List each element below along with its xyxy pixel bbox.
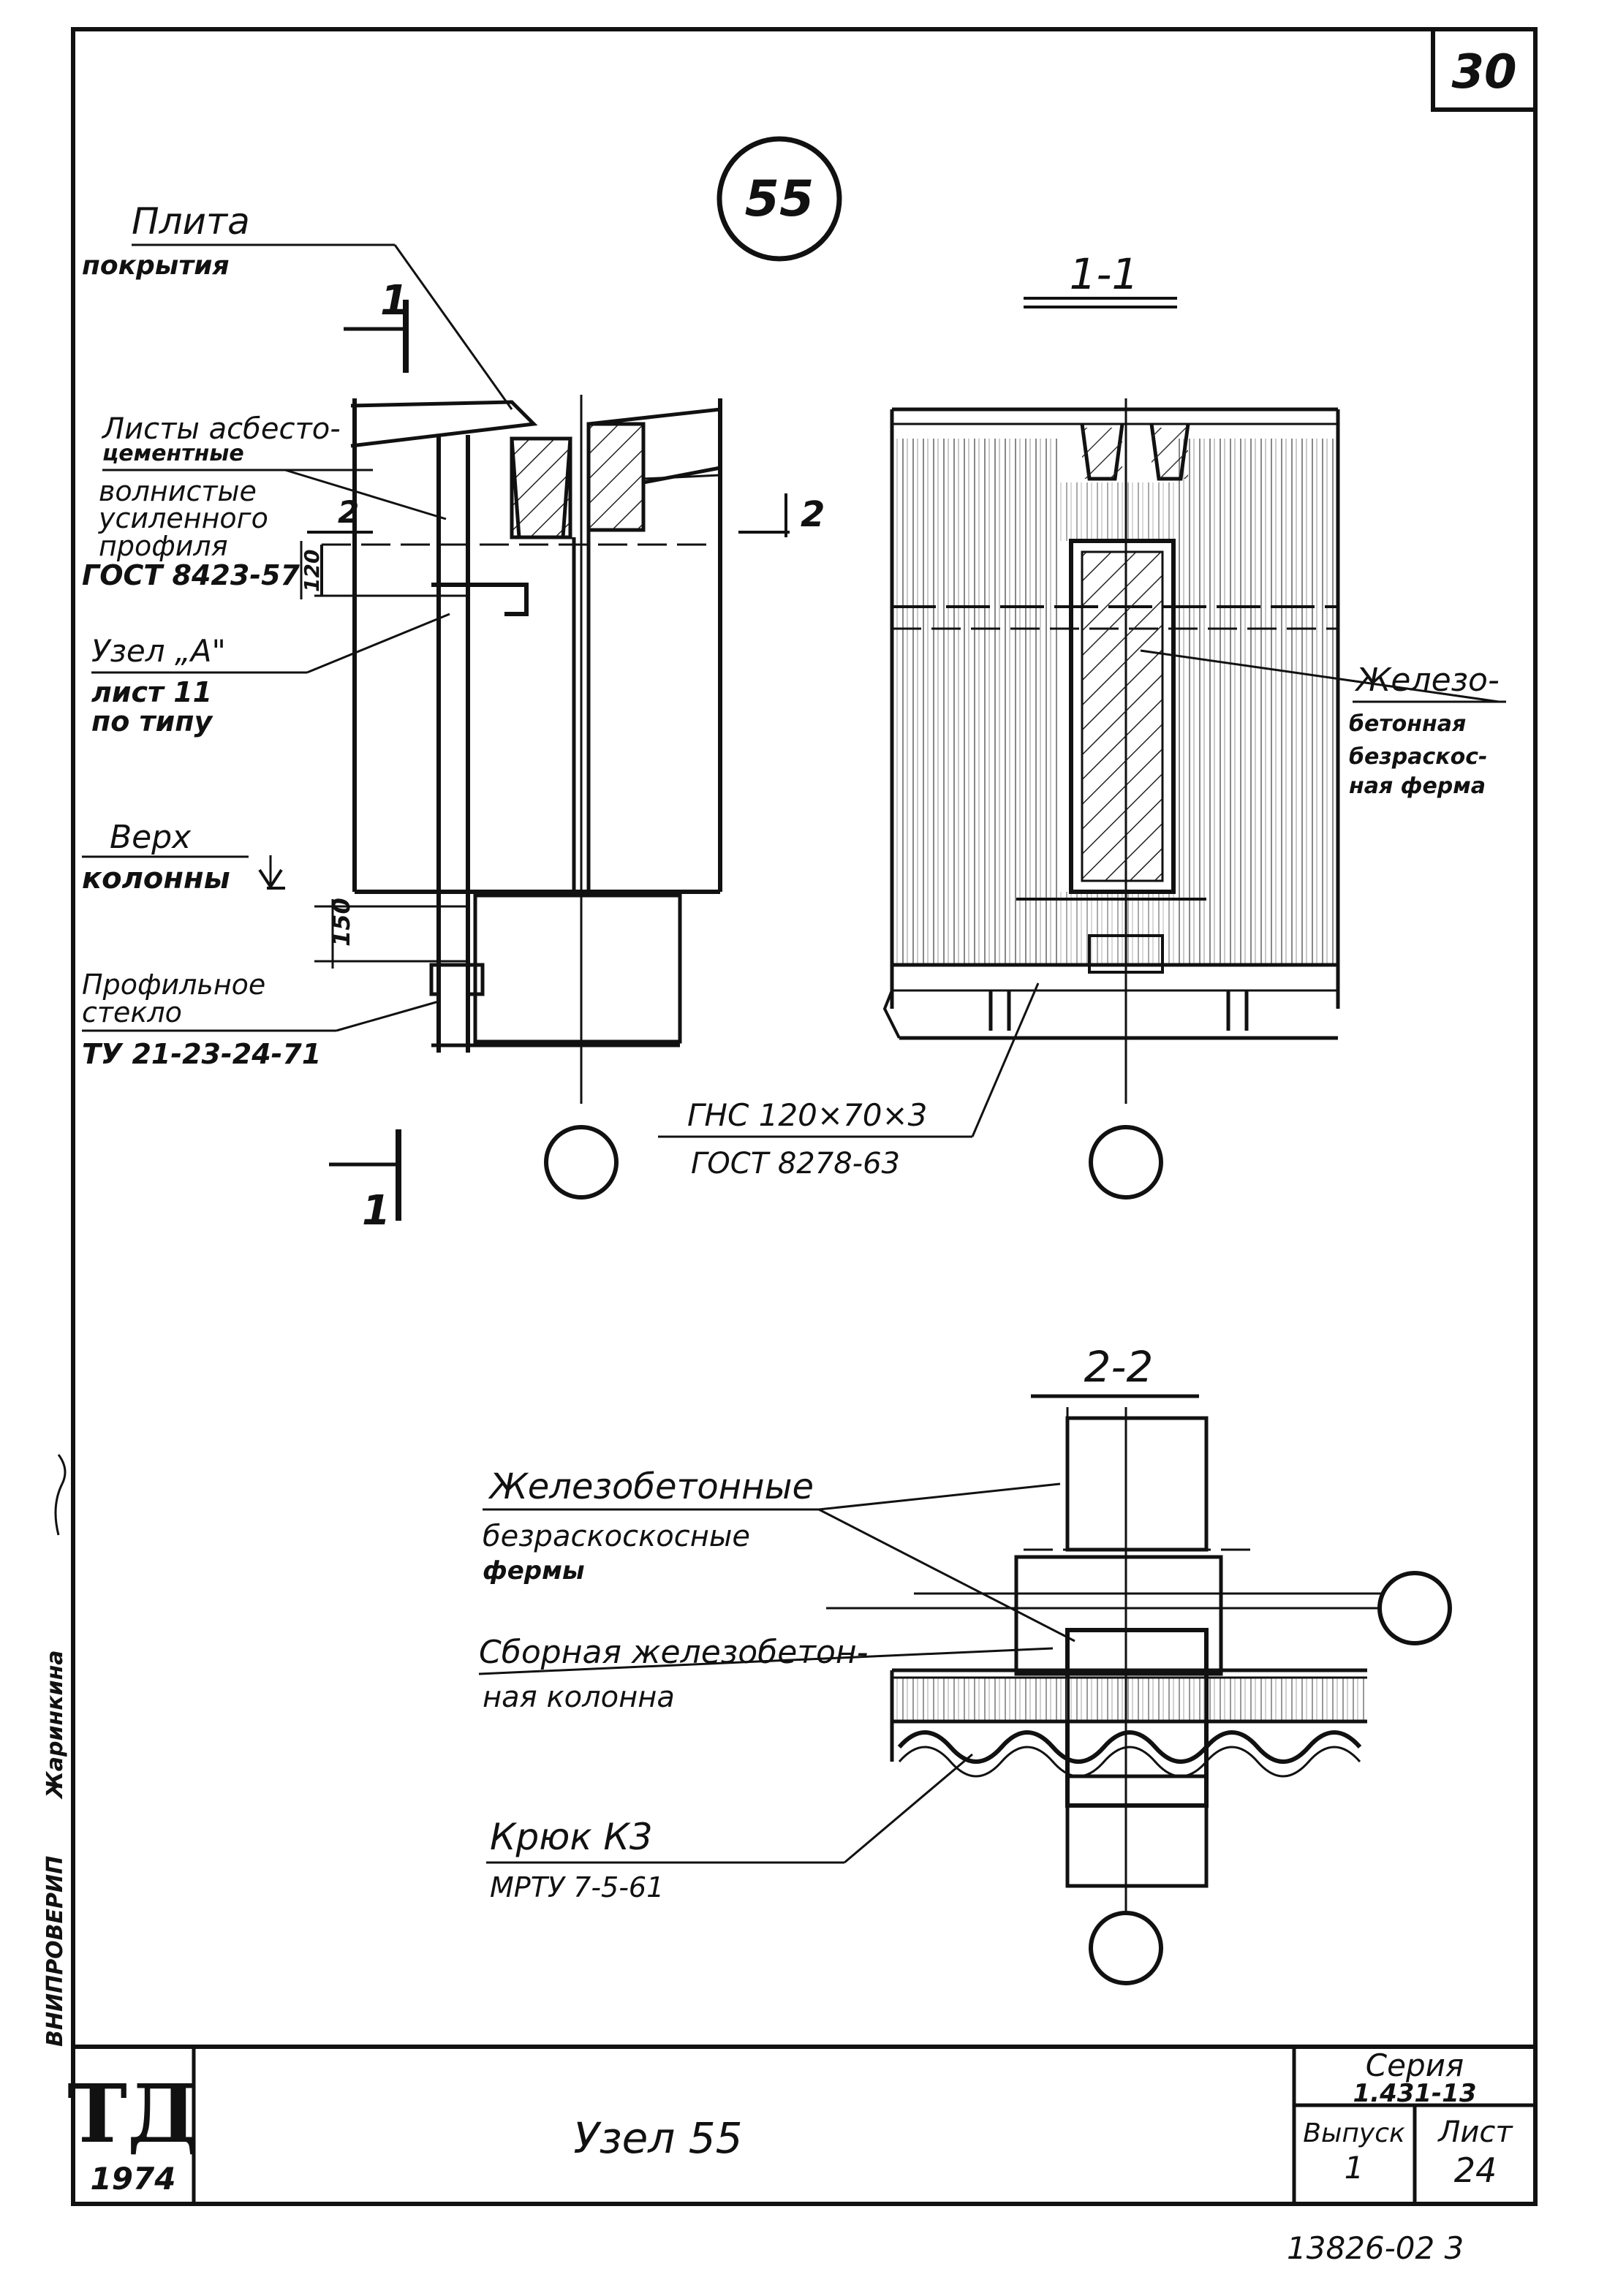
side-stamp-name: Жаринкина [42, 1650, 68, 1800]
label-kryuk-2: МРТУ 7-5-61 [490, 1871, 664, 1903]
section-2-2-title: 2-2 [1084, 1342, 1154, 1392]
left-labels: Плита покрытия Листы асбесто- цементные … [82, 200, 513, 1070]
label-listy-4: усиленного [98, 502, 268, 534]
label-listy-5: профиля [99, 530, 228, 562]
label-verh-1: Верх [110, 819, 192, 856]
title-block-vypusk-label: Выпуск [1303, 2118, 1405, 2148]
node-circle [716, 136, 842, 262]
footer-code: 13826-02 3 [1287, 2230, 1464, 2266]
section-mark-2-right: 2 [801, 494, 825, 535]
sheet-number-top: 30 [1451, 45, 1516, 99]
label-prof-1: Профильное [82, 969, 265, 1001]
title-block: ТД 1974 Узел 55 Серия 1.431-13 Выпуск 1 … [67, 2045, 1535, 2204]
title-block-title: Узел 55 [573, 2113, 742, 2163]
left-section-view: 1 1 [258, 277, 825, 1235]
side-stamp-org: ВНИПРОВЕРИП [42, 1856, 68, 2047]
title-block-seria-label: Серия [1366, 2047, 1464, 2083]
axis-circle-2-2-right [1377, 1571, 1452, 1645]
section-mark-2-left: 2 [338, 494, 359, 530]
section-mark-1-bottom: 1 [362, 1187, 390, 1235]
axis-circle-2-2-bottom [1089, 1911, 1163, 1985]
dim-120: 120 [300, 550, 324, 592]
title-block-logo: ТД [67, 2066, 199, 2161]
label-verh-2: колонны [82, 862, 230, 895]
label-fermy-2: безраскоскосные [483, 1520, 750, 1553]
label-listy-2: цементные [102, 441, 244, 466]
label-listy-6: ГОСТ 8423-57 [82, 559, 300, 591]
label-gns-1: ГНС 120×70×3 [687, 1097, 927, 1133]
dim-150: 150 [328, 898, 355, 947]
label-fermy-3: фермы [483, 1556, 585, 1585]
axis-circle-left [544, 1125, 619, 1200]
label-prof-2: стекло [82, 996, 182, 1028]
node-circle-label: 55 [745, 170, 814, 228]
section-1-1: 1-1 [658, 249, 1506, 1200]
section-2-2-labels: Железобетонные безраскоскосные фермы Сбо… [479, 1466, 869, 1903]
title-block-seria-value: 1.431-13 [1353, 2079, 1477, 2108]
label-zhb-1: Железо- [1354, 662, 1500, 699]
label-zhb-2: бетонная [1349, 711, 1466, 737]
label-prof-3: ТУ 21-23-24-71 [82, 1038, 321, 1070]
section-1-1-title: 1-1 [1070, 249, 1139, 299]
sheet-number-box [1431, 27, 1538, 112]
label-uzel-3: по типу [91, 705, 213, 738]
label-listy-3: волнистые [99, 475, 257, 507]
title-block-list-label: Лист [1437, 2115, 1513, 2149]
axis-circle-right [1089, 1125, 1163, 1200]
label-uzel-2: лист 11 [91, 676, 212, 708]
label-plita-1: Плита [132, 200, 250, 243]
title-block-vypusk-value: 1 [1345, 2150, 1364, 2186]
label-kolonna-2: ная колонна [483, 1681, 675, 1714]
label-plita-2: покрытия [82, 251, 230, 281]
sheet-frame [71, 27, 1538, 2206]
label-uzel-1: Узел „А" [91, 633, 226, 669]
side-stamp: ВНИПРОВЕРИП Жаринкина [42, 1382, 75, 2047]
label-zhb-3: безраскос- [1349, 744, 1487, 770]
label-kolonna-1: Сборная железобетон- [479, 1634, 869, 1671]
section-1-1-labels: ГНС 120×70×3 ГОСТ 8278-63 Железо- бетонн… [687, 662, 1500, 1181]
label-kryuk-1: Крюк К3 [490, 1816, 653, 1858]
title-block-list-value: 24 [1454, 2151, 1497, 2190]
label-gns-2: ГОСТ 8278-63 [691, 1147, 900, 1181]
label-fermy-1: Железобетонные [488, 1466, 814, 1507]
label-listy-1: Листы асбесто- [101, 412, 341, 446]
title-block-year: 1974 [91, 2161, 176, 2197]
section-2-2: 2-2 [478, 1342, 1452, 1985]
label-zhb-4: ная ферма [1349, 773, 1486, 799]
